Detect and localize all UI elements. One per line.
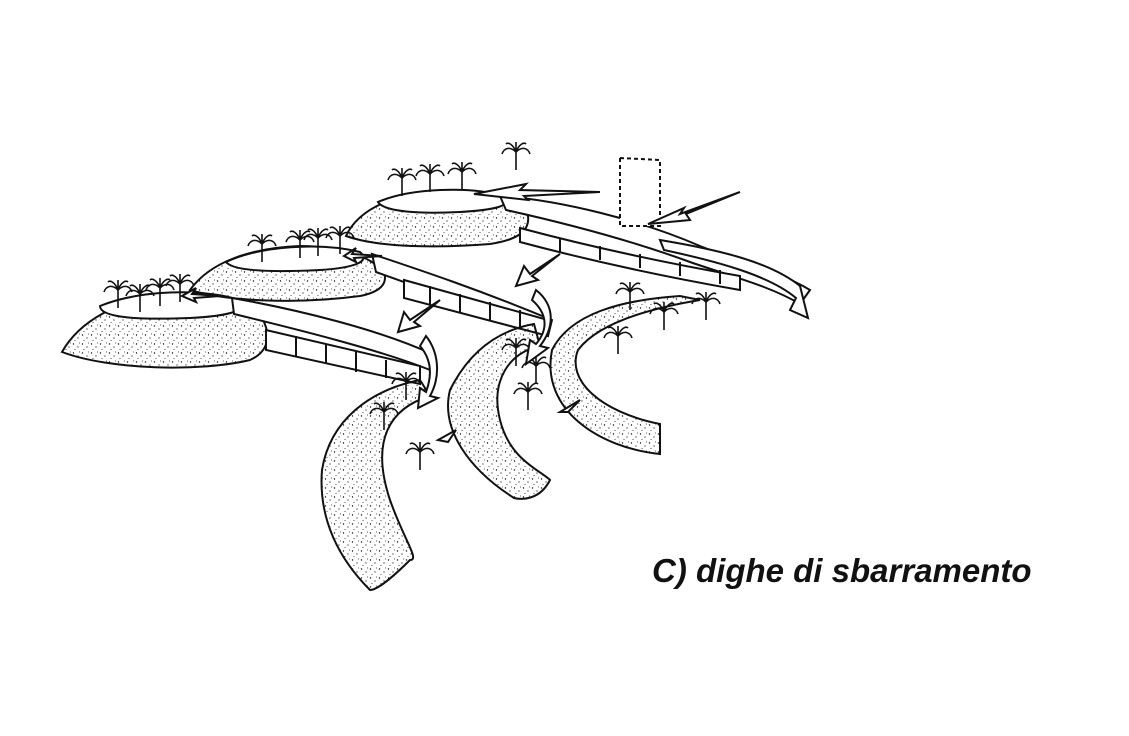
terrace-middle xyxy=(188,225,386,302)
middle-dam xyxy=(370,252,554,338)
banks xyxy=(320,281,721,592)
upper-dam xyxy=(498,156,812,306)
terrace-top xyxy=(344,141,531,248)
flow-arrows xyxy=(179,182,810,444)
terrace-left xyxy=(60,273,269,369)
figure-caption: C) dighe di sbarramento xyxy=(652,552,1032,589)
